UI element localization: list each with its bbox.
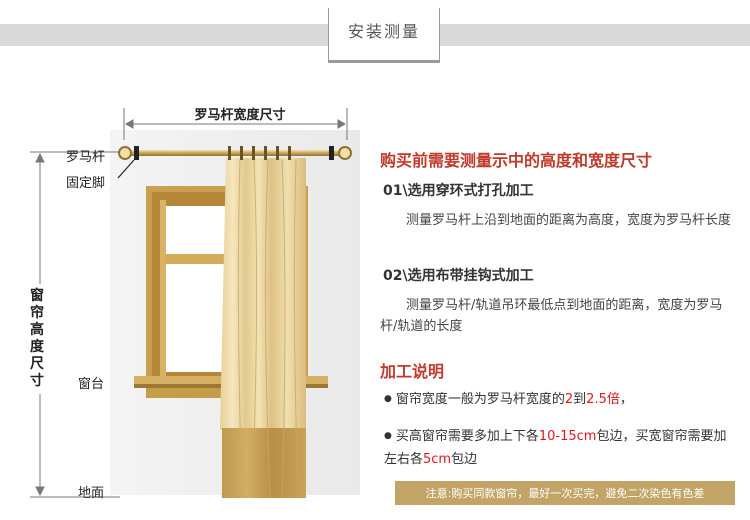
note-text: 注意:购买同款窗帘，最好一次买完，避免二次染色有色差 bbox=[425, 487, 705, 500]
sill-label: 窗台 bbox=[78, 377, 105, 392]
bracket-pointer bbox=[117, 159, 135, 179]
bullet-dot-icon: ● bbox=[384, 394, 392, 404]
page-title: 安装测量 bbox=[347, 22, 420, 41]
width-dimension-label: 罗马杆宽度尺寸 bbox=[178, 104, 302, 123]
note-banner bbox=[395, 481, 735, 505]
measure-heading: 购买前需要测量示中的高度和宽度尺寸 bbox=[380, 151, 653, 170]
floor-label: 地面 bbox=[78, 486, 105, 501]
method1-title: 01\选用穿环式打孔加工 bbox=[383, 183, 534, 199]
bullet-width-rule: ●窗帘宽度一般为罗马杆宽度的2到2.5倍， bbox=[384, 392, 633, 407]
bullet-hem-rule: ●买高窗帘需要多加上下各10-15cm包边，买宽窗帘需要加左右各5cm包边 bbox=[384, 429, 727, 467]
rod-label: 罗马杆 bbox=[66, 150, 106, 165]
bullet-dot-icon: ● bbox=[384, 431, 392, 441]
curtain bbox=[220, 158, 306, 499]
processing-heading: 加工说明 bbox=[380, 362, 445, 381]
header-title-underline bbox=[328, 60, 440, 63]
method2-description: 测量罗马杆/轨道吊环最低点到地面的距离，宽度为罗马杆/轨道的长度 bbox=[380, 298, 723, 334]
width-dimension-line bbox=[123, 108, 348, 140]
method2-title: 02\选用布带挂钩式加工 bbox=[383, 268, 534, 284]
curtain-illustration bbox=[0, 108, 370, 520]
method1-description: 测量罗马杆上沿到地面的距离为高度，宽度为罗马杆长度 bbox=[406, 213, 732, 228]
curtain-rings bbox=[228, 146, 291, 160]
height-dimension-label: 窗帘高度尺寸 bbox=[28, 284, 46, 394]
header-title-frame bbox=[328, 8, 440, 60]
rod-brackets bbox=[134, 146, 334, 160]
bracket-label: 固定脚 bbox=[66, 176, 106, 191]
